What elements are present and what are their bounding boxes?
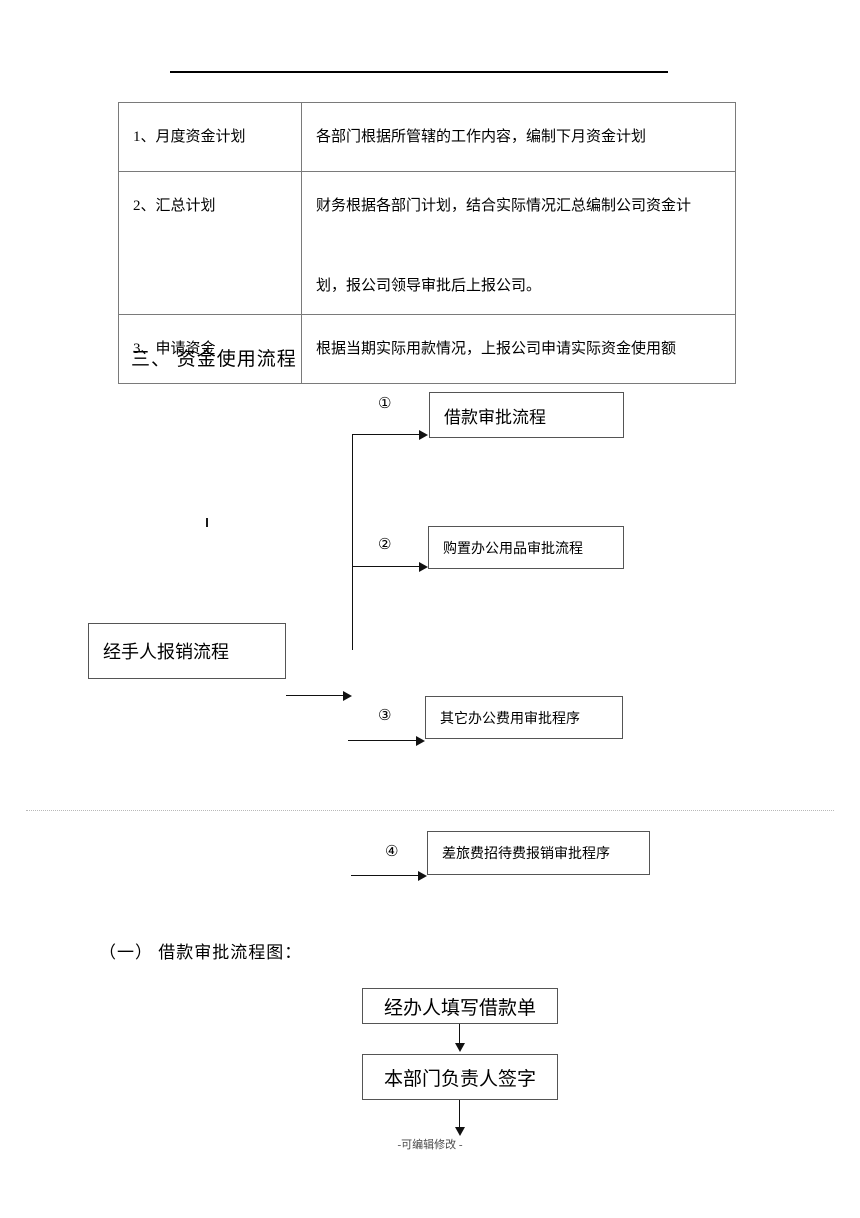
table-cell-label: 3、申请资金 xyxy=(118,314,302,384)
flow-box-travel-entertainment: 差旅费招待费报销审批程序 xyxy=(427,831,650,875)
connector-trunk-vertical xyxy=(352,434,353,650)
page-separator xyxy=(26,810,834,811)
table-row: 1、月度资金计划 各部门根据所管辖的工作内容，编制下月资金计划 xyxy=(118,102,736,172)
arrowhead-branch-three-icon xyxy=(416,736,425,746)
table-cell-description: 各部门根据所管辖的工作内容，编制下月资金计划 xyxy=(301,102,736,172)
branch-marker-two: ② xyxy=(378,535,392,553)
loan-step-box-2: 本部门负责人签字 xyxy=(362,1054,558,1100)
connector-loan-step-2-next xyxy=(459,1100,460,1130)
connector-branch-one xyxy=(352,434,420,435)
subsection-heading-one: （一） 借款审批流程图： xyxy=(99,943,303,962)
arrowhead-loan-step-1-icon xyxy=(455,1043,465,1052)
arrowhead-source-to-trunk-icon xyxy=(343,691,352,701)
table-cell-label: 1、月度资金计划 xyxy=(118,102,302,172)
arrowhead-branch-two-icon xyxy=(419,562,428,572)
table-cell-description: 财务根据各部门计划，结合实际情况汇总编制公司资金计 划，报公司领导审批后上报公司… xyxy=(301,171,736,315)
flow-box-source: 经手人报销流程 xyxy=(88,623,286,679)
flow-box-other-office-expense: 其它办公费用审批程序 xyxy=(425,696,623,739)
connector-branch-two xyxy=(352,566,420,567)
arrowhead-branch-four-icon xyxy=(418,871,427,881)
branch-marker-one: ① xyxy=(378,394,392,412)
connector-branch-four xyxy=(351,875,419,876)
arrowhead-loan-step-2-icon xyxy=(455,1127,465,1136)
section-heading-three: 三、 资金使用流程 xyxy=(131,349,297,370)
connector-source-to-trunk xyxy=(286,695,344,696)
connector-branch-three xyxy=(348,740,417,741)
table-row: 3、申请资金 根据当期实际用款情况，上报公司申请实际资金使用额 xyxy=(118,314,736,384)
flow-box-office-supplies: 购置办公用品审批流程 xyxy=(428,526,624,569)
funding-plan-table: 1、月度资金计划 各部门根据所管辖的工作内容，编制下月资金计划 2、汇总计划 财… xyxy=(118,102,736,384)
footer-note: -可编辑修改 - xyxy=(397,1139,463,1151)
loan-step-box-1: 经办人填写借款单 xyxy=(362,988,558,1024)
connector-loan-step-1-to-2 xyxy=(459,1024,460,1046)
text-caret-artifact xyxy=(206,518,208,527)
branch-marker-four: ④ xyxy=(385,842,399,860)
table-row: 2、汇总计划 财务根据各部门计划，结合实际情况汇总编制公司资金计 划，报公司领导… xyxy=(118,171,736,315)
flow-box-loan-approval: 借款审批流程 xyxy=(429,392,624,438)
table-cell-description: 根据当期实际用款情况，上报公司申请实际资金使用额 xyxy=(301,314,736,384)
table-cell-label: 2、汇总计划 xyxy=(118,171,302,315)
header-rule xyxy=(170,71,668,73)
arrowhead-branch-one-icon xyxy=(419,430,428,440)
branch-marker-three: ③ xyxy=(378,706,392,724)
